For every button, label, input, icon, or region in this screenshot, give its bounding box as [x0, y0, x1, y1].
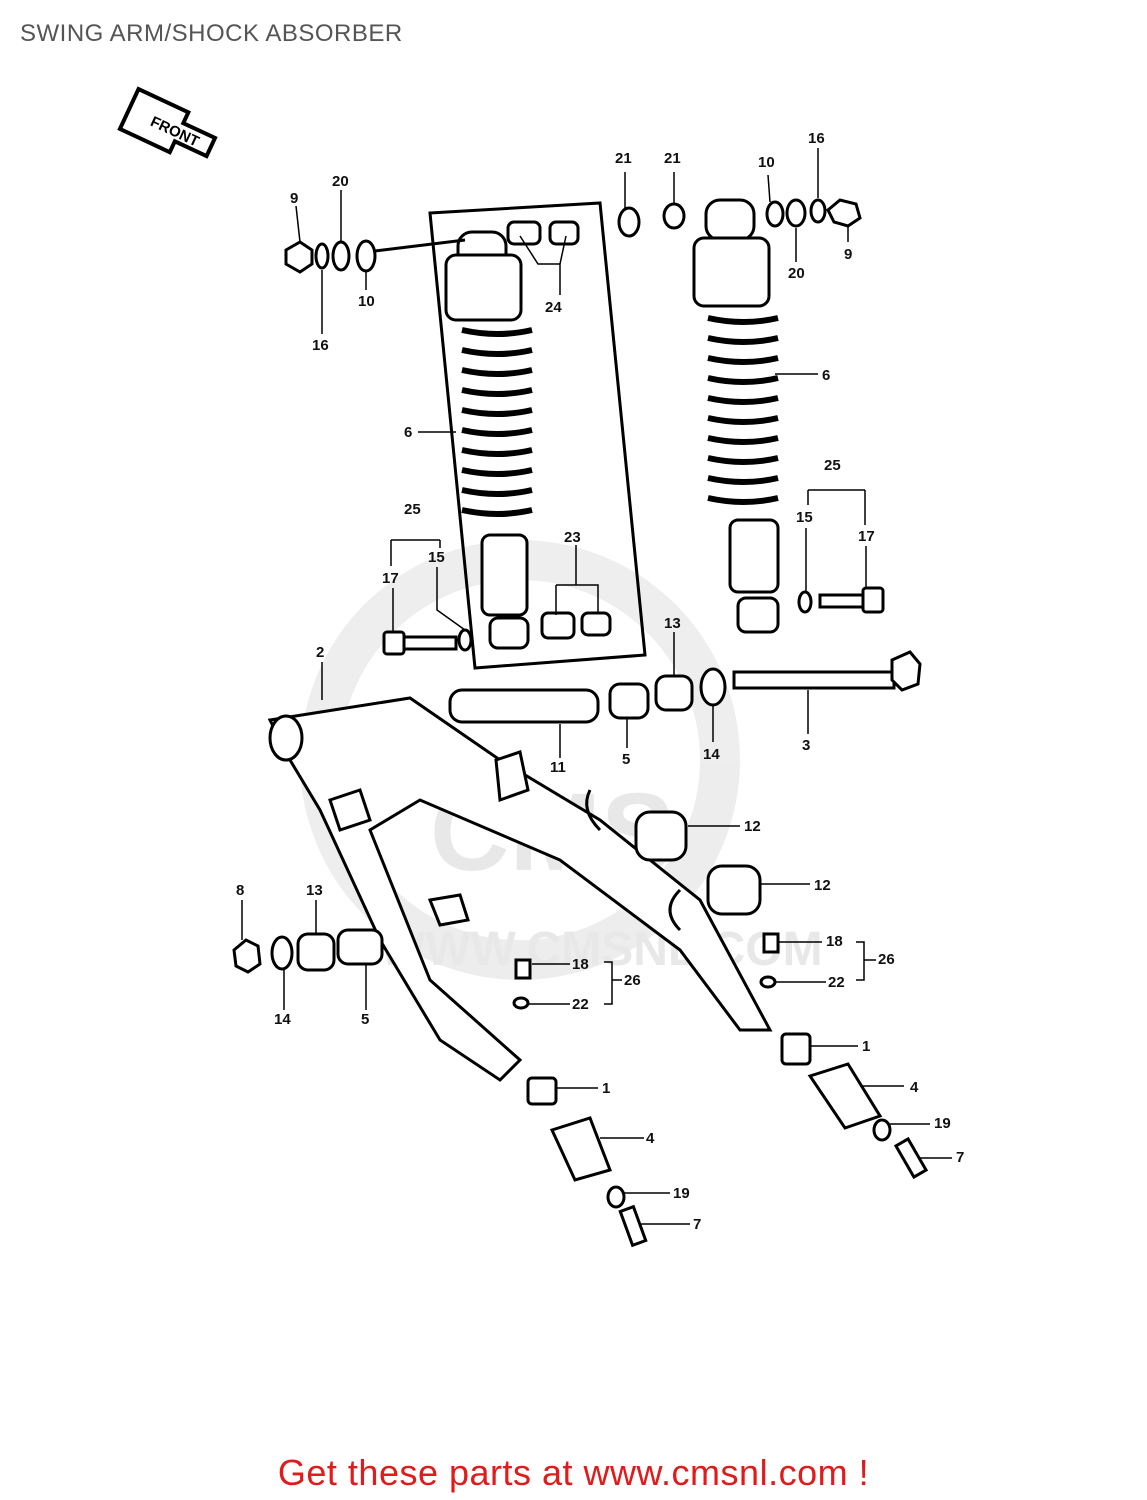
callout-4b: 4: [910, 1079, 919, 1096]
callout-14: 14: [703, 746, 720, 763]
left-top-hardware: [284, 238, 466, 274]
callout-10: 10: [358, 293, 375, 310]
callout-18a: 18: [572, 956, 589, 973]
callout-25: 25: [404, 501, 421, 518]
left-shock-absorber: [428, 201, 647, 670]
callout-22b: 22: [828, 974, 845, 991]
callout-6b: 6: [822, 367, 830, 384]
callout-16: 16: [312, 337, 329, 354]
parts-diagram: WWW.CMSNL.COM CMS FRONT: [117, 86, 964, 1248]
callout-4a: 4: [646, 1130, 655, 1147]
callout-19a: 19: [673, 1185, 690, 1202]
callout-12b: 12: [814, 877, 831, 894]
callout-3: 3: [802, 737, 810, 754]
callout-19b: 19: [934, 1115, 951, 1132]
page-title: SWING ARM/SHOCK ABSORBER: [20, 20, 403, 47]
callout-15: 15: [428, 549, 445, 566]
callout-6: 6: [404, 424, 412, 441]
callout-26a: 26: [624, 972, 641, 989]
front-arrow-icon: FRONT: [117, 86, 218, 159]
callout-1a: 1: [602, 1080, 610, 1097]
callout-20b: 20: [788, 265, 805, 282]
callout-26b: 26: [878, 951, 895, 968]
left-bottom-bolt: [382, 628, 473, 656]
callout-1b: 1: [862, 1038, 870, 1055]
callout-12a: 12: [744, 818, 761, 835]
callout-18b: 18: [826, 933, 843, 950]
callout-11: 11: [550, 759, 566, 776]
callout-8: 8: [236, 882, 244, 899]
callout-17: 17: [382, 570, 399, 587]
callout-9b: 9: [844, 246, 852, 263]
callout-24: 24: [545, 299, 562, 316]
right-shock-absorber: [617, 198, 885, 634]
callouts: 9 20 10 16 24 6 25 17 15 23 21 21 10 16 …: [236, 130, 964, 1233]
callout-14b: 14: [274, 1011, 291, 1028]
leader-lines: [241, 148, 952, 1225]
callout-7a: 7: [693, 1216, 701, 1233]
callout-21b: 21: [664, 150, 681, 167]
watermark-url: WWW.CMSNL.COM: [380, 923, 823, 976]
callout-5: 5: [622, 751, 630, 768]
callout-5b: 5: [361, 1011, 369, 1028]
callout-2: 2: [316, 644, 324, 661]
callout-13b: 13: [306, 882, 323, 899]
callout-9: 9: [290, 190, 298, 207]
callout-22a: 22: [572, 996, 589, 1013]
callout-10b: 10: [758, 154, 775, 171]
callout-7b: 7: [956, 1149, 964, 1166]
bushings: [232, 810, 780, 1010]
promo-link[interactable]: Get these parts at www.cmsnl.com !: [277, 1452, 870, 1493]
callout-13: 13: [664, 615, 681, 632]
callout-21a: 21: [615, 150, 632, 167]
callout-25b: 25: [824, 457, 841, 474]
callout-17b: 17: [858, 528, 875, 545]
chain-adjusters: [526, 1032, 929, 1248]
callout-20: 20: [332, 173, 349, 190]
callout-15b: 15: [796, 509, 813, 526]
callout-16b: 16: [808, 130, 825, 147]
callout-23: 23: [564, 529, 581, 546]
